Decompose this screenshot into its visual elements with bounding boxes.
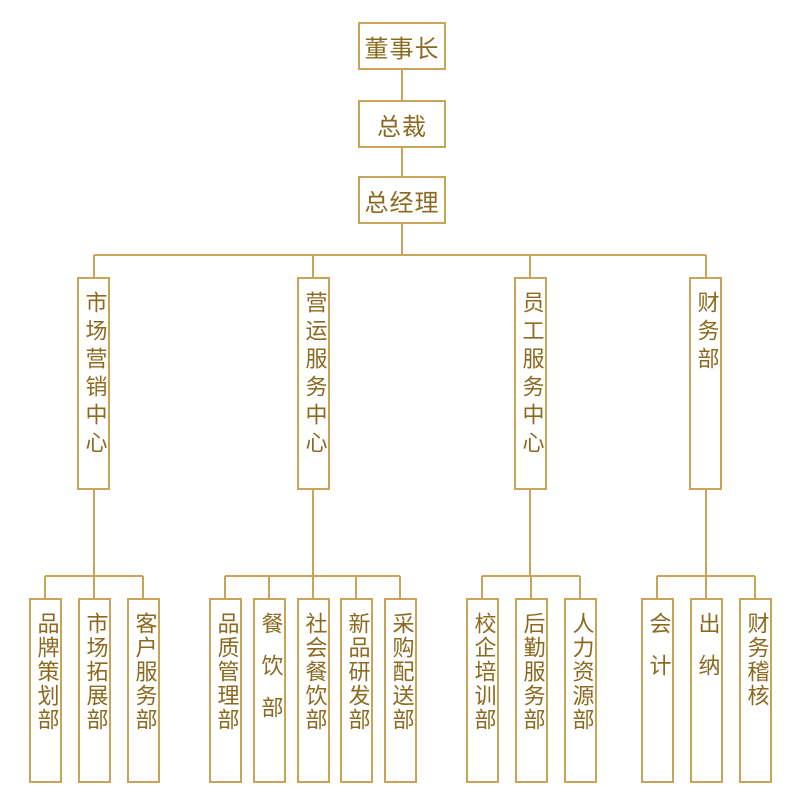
dept-label: 社会餐饮部: [301, 612, 327, 732]
dept-quality-management: 品质管理部: [209, 598, 242, 783]
center-label: 员工服务中心: [518, 291, 544, 459]
dept-label: 出纳: [694, 612, 720, 696]
center-finance: 财务部: [689, 277, 722, 490]
dept-label: 新品研发部: [344, 612, 370, 732]
dept-label: 采购配送部: [388, 612, 414, 732]
center-staff-service: 员工服务中心: [514, 277, 547, 490]
president-box: 总裁: [358, 100, 446, 148]
dept-cashier: 出纳: [690, 598, 723, 783]
chairman-label: 董事长: [364, 34, 440, 63]
dept-label: 后勤服务部: [519, 612, 545, 732]
dept-human-resources: 人力资源部: [564, 598, 597, 783]
dept-label: 客户服务部: [131, 612, 157, 732]
chairman-box: 董事长: [358, 22, 446, 70]
dept-social-catering: 社会餐饮部: [297, 598, 330, 783]
dept-label: 品牌策划部: [33, 612, 59, 732]
center-operations: 营运服务中心: [297, 277, 330, 490]
dept-financial-audit: 财务稽核: [739, 598, 772, 783]
dept-logistics-service: 后勤服务部: [515, 598, 548, 783]
center-label: 营运服务中心: [301, 291, 327, 459]
dept-label: 品质管理部: [213, 612, 239, 732]
dept-label: 会计: [645, 612, 671, 696]
dept-customer-service: 客户服务部: [127, 598, 160, 783]
general-manager-box: 总经理: [358, 176, 446, 224]
center-marketing: 市场营销中心: [77, 277, 110, 490]
center-label: 市场营销中心: [81, 291, 107, 459]
president-label: 总裁: [377, 112, 427, 141]
dept-new-product-rd: 新品研发部: [340, 598, 373, 783]
dept-market-expansion: 市场拓展部: [78, 598, 111, 783]
center-label: 财务部: [693, 291, 719, 375]
dept-accounting: 会计: [641, 598, 674, 783]
dept-catering: 餐饮部: [253, 598, 286, 783]
dept-procurement-distribution: 采购配送部: [384, 598, 417, 783]
general-manager-label: 总经理: [364, 188, 440, 217]
dept-label: 市场拓展部: [82, 612, 108, 732]
dept-label: 财务稽核: [743, 612, 769, 708]
dept-label: 人力资源部: [568, 612, 594, 732]
dept-label: 校企培训部: [470, 612, 496, 732]
dept-school-enterprise-training: 校企培训部: [466, 598, 499, 783]
dept-label: 餐饮部: [257, 612, 283, 738]
dept-brand-planning: 品牌策划部: [29, 598, 62, 783]
